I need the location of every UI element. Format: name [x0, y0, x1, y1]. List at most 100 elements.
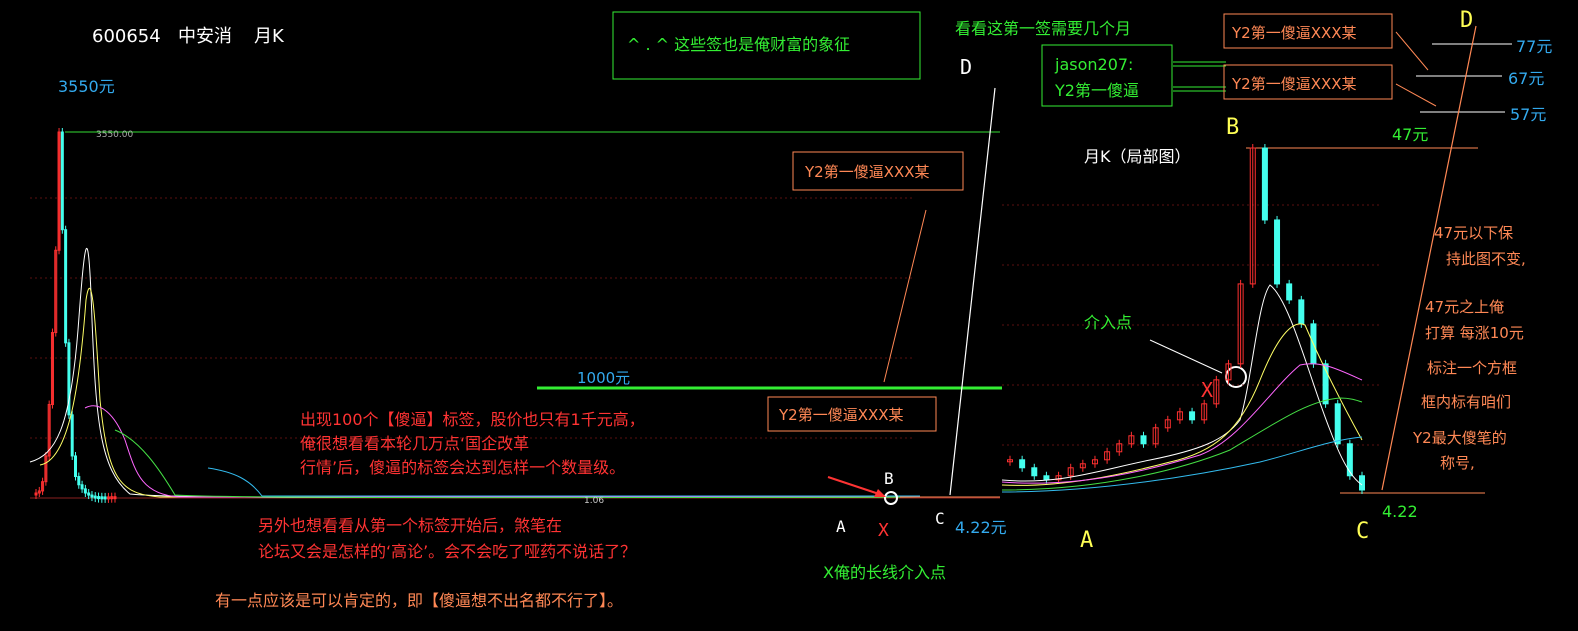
candle-body: [77, 476, 81, 486]
candle-body: [1152, 427, 1159, 445]
left-tag-box-upper-text: Y2第一傻逼XXX某: [804, 163, 930, 181]
left-point-c: C: [935, 509, 945, 528]
side-notes: 47元以下保 持此图不变, 47元之上俺 打算 每涨10元 标注一个方框 框内标…: [1412, 224, 1526, 472]
side-note-6: 框内标有咱们: [1421, 393, 1511, 411]
jason-box-line1: jason207:: [1054, 55, 1133, 74]
candle-body: [87, 492, 91, 496]
right-point-x: X: [1201, 378, 1213, 402]
right-chart-title: 月K（局部图）: [1084, 147, 1191, 166]
candle-body: [100, 496, 104, 500]
candle-body: [34, 492, 38, 496]
candle-body: [1091, 459, 1098, 465]
candle-body: [47, 404, 51, 457]
left-trend-line-tag: [883, 209, 927, 383]
right-point-b: B: [1226, 115, 1239, 140]
candle-body: [1067, 467, 1074, 477]
side-note-5: 标注一个方框: [1427, 359, 1517, 377]
candle-body: [1176, 411, 1183, 421]
entry-point-label: 介入点: [1084, 313, 1132, 332]
candle-body: [1140, 435, 1147, 445]
right-ma-yellow: [1001, 323, 1363, 486]
stock-code: 600654: [92, 26, 161, 47]
candle-body: [1043, 475, 1050, 481]
candle-body: [50, 332, 54, 406]
note-red-1c: 行情’后，傻逼的标签会达到怎样一个数量级。: [300, 458, 625, 477]
candle-body: [1189, 411, 1196, 421]
level-77-label: 77元: [1516, 37, 1552, 56]
left-moving-averages: [29, 247, 921, 499]
period-label: 月K: [254, 26, 285, 47]
candle-body: [74, 455, 77, 478]
right-tag-box-2: [1223, 64, 1393, 100]
side-note-8: 称号,: [1440, 454, 1475, 472]
candle-body: [1322, 363, 1329, 405]
left-tag-box-lower-text: Y2第一傻逼XXX某: [778, 406, 904, 424]
left-tag-box-upper: [792, 151, 964, 191]
jason-connectors: [1173, 61, 1226, 92]
right-tag-box-1-text: Y2第一傻逼XXX某: [1231, 24, 1357, 42]
candle-body: [1274, 219, 1281, 285]
level-67-label: 67元: [1508, 69, 1544, 88]
candle-body: [113, 496, 117, 500]
left-current-label: 4.22元: [955, 518, 1007, 537]
right-ma-magenta: [1001, 363, 1363, 484]
watch-question: 看看这第一签需要几个月: [955, 19, 1131, 38]
level-1000-label: 1000元: [577, 369, 630, 387]
jason-box: [1041, 44, 1173, 107]
left-entry-caption: X俺的长线介入点: [823, 563, 946, 582]
candle-body: [57, 131, 61, 251]
candle-body: [64, 229, 68, 344]
candle-body: [1079, 463, 1086, 469]
candle-body: [44, 455, 48, 483]
right-moving-averages: [1001, 284, 1363, 493]
left-grid: [30, 197, 915, 439]
tag-arrows: [1395, 31, 1437, 107]
stock-name: 中安消: [178, 26, 232, 47]
candle-body: [83, 488, 87, 494]
candle-body: [1007, 459, 1013, 463]
candle-body: [1261, 147, 1268, 221]
left-tag-box-lower: [767, 396, 937, 432]
candle-body: [93, 495, 97, 499]
candle-body: [1055, 475, 1062, 481]
candle-body: [106, 496, 110, 500]
peak-tick-value: 3550.00: [96, 130, 133, 140]
side-note-1: 47元以下保: [1434, 224, 1513, 242]
wealth-box: [612, 11, 921, 80]
candle-body: [1116, 443, 1123, 453]
right-trend-line-d: [1381, 25, 1477, 491]
side-note-4: 打算 每涨10元: [1425, 324, 1524, 342]
candle-body: [54, 249, 58, 334]
right-point-d: D: [1460, 8, 1473, 33]
candle-body: [1249, 147, 1256, 285]
candle-body: [1201, 403, 1208, 421]
right-grid: [1002, 204, 1380, 446]
right-point-a: A: [1080, 528, 1093, 553]
candle-body: [1104, 451, 1111, 461]
entry-pointer: [1149, 339, 1223, 374]
left-point-a: A: [836, 517, 846, 536]
note-red-1a: 出现100个【傻逼】标签，股价也只有1千元高，: [300, 410, 645, 429]
candle-body: [1019, 459, 1026, 469]
note-red-1b: 俺很想看看本轮几万点‘国企改革: [300, 434, 529, 453]
candle-body: [110, 496, 114, 500]
level-57-label: 57元: [1510, 105, 1546, 124]
left-entry-arrow: [827, 476, 883, 496]
right-candles: [1007, 144, 1365, 494]
candle-body: [97, 496, 101, 500]
right-tag-box-2-text: Y2第一傻逼XXX某: [1231, 75, 1357, 93]
candle-body: [67, 342, 71, 416]
candle-body: [41, 481, 45, 492]
left-entry-circle: [884, 491, 898, 505]
note-orange-conclusion: 有一点应该是可以肯定的，即【傻逼想不出名都不行了】。: [215, 591, 623, 610]
ma-line-green: [114, 429, 921, 499]
candle-body: [1237, 283, 1244, 365]
candle-body: [103, 496, 107, 500]
note-red-2a: 另外也想看看从第一个标签开始后，煞笔在: [258, 516, 562, 535]
right-low-value: 4.22: [1382, 502, 1418, 521]
right-ma-green: [1001, 397, 1363, 491]
left-point-b: B: [884, 469, 894, 488]
candle-body: [1298, 299, 1305, 325]
wealth-box-text: ^ . ^ 这些签也是俺财富的象征: [627, 35, 850, 54]
